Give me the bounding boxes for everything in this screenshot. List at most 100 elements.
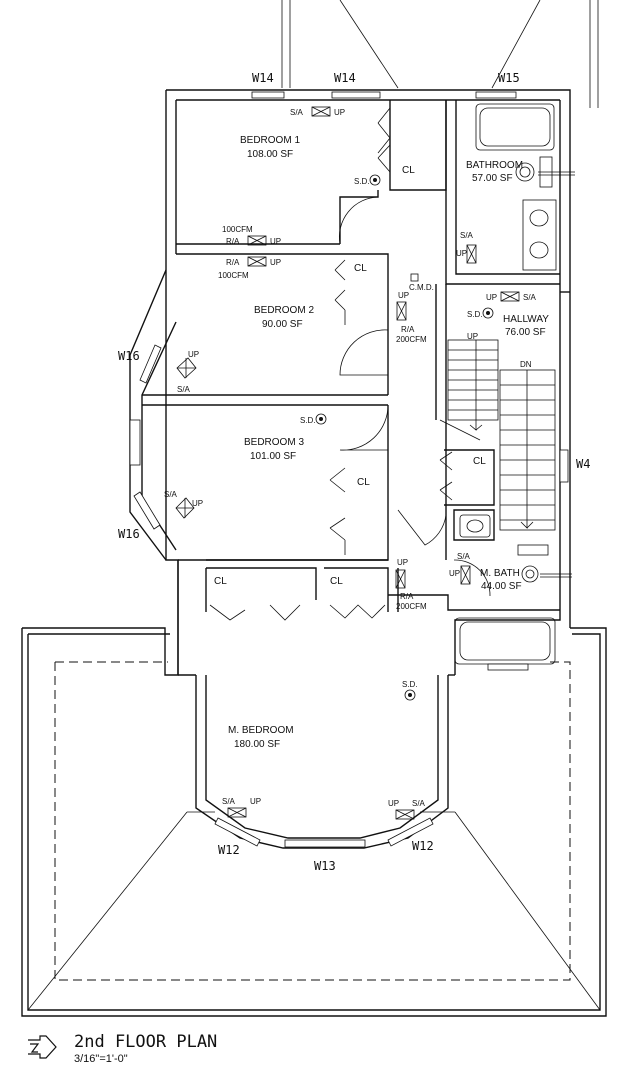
label-w13: W13 [314, 859, 336, 873]
stairs [439, 339, 556, 531]
label-w14b: W14 [334, 71, 356, 85]
cfm-label: 100CFM [218, 271, 249, 280]
bedroom1-name: BEDROOM 1 [240, 135, 300, 146]
mbath-name: M. BATH [480, 568, 520, 579]
return-label: R/A [226, 237, 240, 246]
smoke-detector-icon [369, 174, 381, 186]
hallway-name: HALLWAY [503, 314, 549, 325]
closet-label: CL [357, 477, 370, 488]
window-side [129, 419, 141, 466]
doors [209, 107, 491, 621]
stair-up-label: UP [467, 332, 478, 341]
supply-label: S/A [412, 799, 426, 808]
supply-label: S/A [290, 108, 304, 117]
stair-labels: UP DN [467, 332, 532, 369]
register-icon [311, 106, 331, 117]
bedroom2-name: BEDROOM 2 [254, 305, 314, 316]
up-label: UP [456, 249, 467, 258]
label-w12a: W12 [218, 843, 240, 857]
up-label: UP [388, 799, 399, 808]
mbedroom-name: M. BEDROOM [228, 725, 294, 736]
mbath-area: 44.00 SF [481, 581, 522, 592]
supply-label: S/A [222, 797, 236, 806]
closet-label: CL [330, 576, 343, 587]
cmd-label: C.M.D. [409, 283, 434, 292]
window-w4 [559, 449, 569, 483]
window-w14b [331, 91, 381, 99]
up-label: UP [398, 291, 409, 300]
up-label: UP [192, 499, 203, 508]
register-icon [466, 244, 477, 264]
smoke-detector-icon [486, 311, 490, 315]
room-labels: BEDROOM 1 108.00 SF BEDROOM 2 90.00 SF B… [228, 135, 549, 750]
label-w4: W4 [576, 457, 590, 471]
smoke-detector-icon [319, 417, 323, 421]
closet-label: CL [402, 165, 415, 176]
supply-label: S/A [457, 552, 471, 561]
smoke-detector-icon [315, 413, 327, 425]
label-w16b: W16 [118, 527, 140, 541]
window-labels: W14 W14 W15 W16 W16 W4 W12 W13 W12 [118, 71, 590, 873]
windows [129, 91, 569, 848]
bedroom2-area: 90.00 SF [262, 319, 303, 330]
up-label: UP [270, 258, 281, 267]
cfm-label: 200CFM [396, 602, 427, 611]
up-label: UP [449, 569, 460, 578]
label-w14a: W14 [252, 71, 274, 85]
smoke-detector-icon [404, 689, 416, 701]
window-w16b [133, 491, 161, 530]
register-icon [395, 809, 415, 820]
roof-outline [21, 90, 607, 1017]
closet-label: CL [473, 456, 486, 467]
window-w12a [214, 817, 261, 847]
register-icon [396, 301, 407, 321]
closet-label: CL [354, 263, 367, 274]
up-label: UP [188, 350, 199, 359]
supply-label: S/A [164, 490, 178, 499]
closet-label: CL [214, 576, 227, 587]
register-icon [247, 235, 267, 246]
up-label: UP [250, 797, 261, 806]
smoke-detectors: S.D. S.D. S.D. S.D. [300, 174, 494, 701]
bathroom-area: 57.00 SF [472, 173, 513, 184]
fixtures [454, 103, 575, 665]
north-arrow-icon [28, 1035, 57, 1059]
label-w15: W15 [498, 71, 520, 85]
window-w13 [284, 839, 366, 848]
upper-roof [281, 0, 599, 108]
hvac-registers: S/A UP 100CFM R/A UP R/A UP 100CFM S/A U… [164, 106, 537, 820]
smoke-detector-icon [373, 178, 377, 182]
bathroom-name: BATHROOM [466, 160, 523, 171]
smoke-detector-icon [408, 693, 412, 697]
return-label: R/A [400, 592, 414, 601]
exterior-walls [129, 89, 571, 849]
window-w14a [251, 91, 285, 99]
register-icon [395, 569, 406, 589]
bedroom3-name: BEDROOM 3 [244, 437, 304, 448]
plan-scale: 3/16"=1'-0" [74, 1053, 128, 1065]
mbedroom-area: 180.00 SF [234, 739, 280, 750]
return-label: R/A [401, 325, 415, 334]
smoke-detector-label: S.D. [402, 680, 418, 689]
window-w12b [387, 817, 434, 847]
up-label: UP [270, 237, 281, 246]
register-icon [247, 256, 267, 267]
stair-down-label: DN [520, 360, 532, 369]
window-w15 [475, 91, 517, 99]
register-icon [227, 807, 247, 818]
supply-label: S/A [460, 231, 474, 240]
cfm-label: 100CFM [222, 225, 253, 234]
up-label: UP [397, 558, 408, 567]
window-w16a [139, 344, 162, 384]
up-label: UP [486, 293, 497, 302]
cfm-label: 200CFM [396, 335, 427, 344]
bedroom3-area: 101.00 SF [250, 451, 296, 462]
label-w16a: W16 [118, 349, 140, 363]
label-w12b: W12 [412, 839, 434, 853]
supply-label: S/A [523, 293, 537, 302]
smoke-detector-label: S.D. [354, 177, 370, 186]
title-block: 2nd FLOOR PLAN 3/16"=1'-0" [26, 1030, 246, 1076]
bedroom1-area: 108.00 SF [247, 149, 293, 160]
return-label: R/A [226, 258, 240, 267]
